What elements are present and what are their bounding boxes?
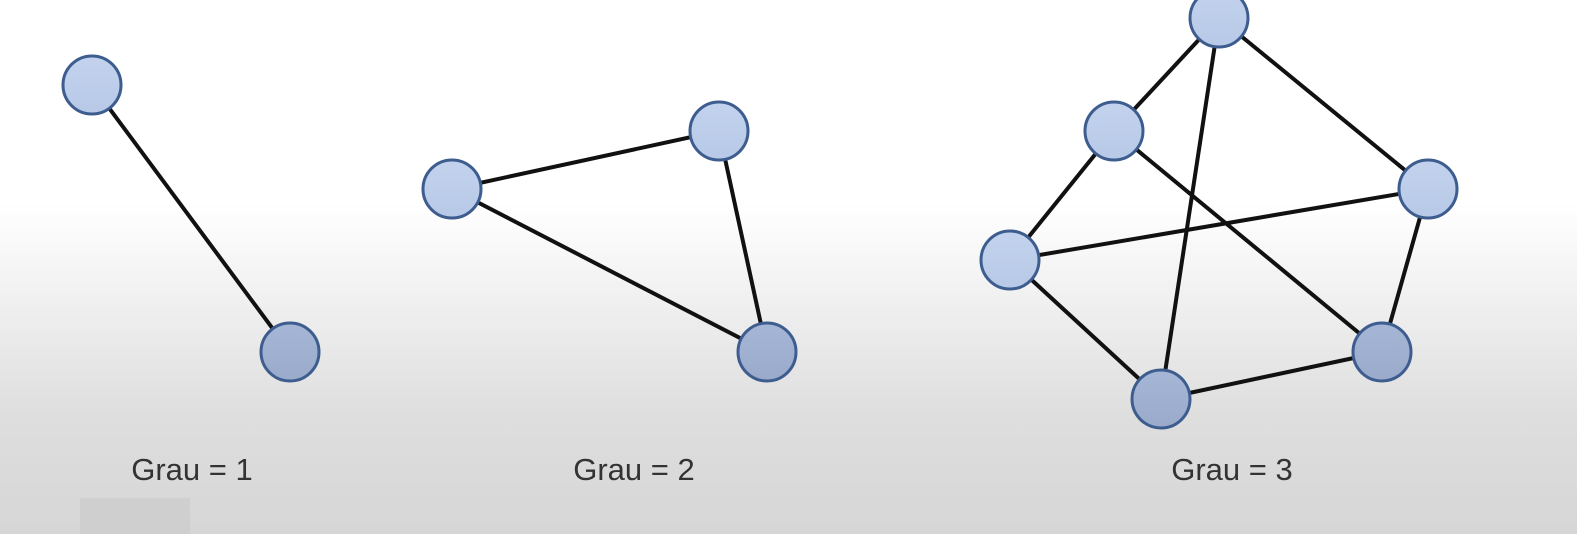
node [421,158,483,220]
node [61,54,123,116]
node [1397,158,1459,220]
edge [1008,187,1430,262]
node [1083,100,1145,162]
edge [717,129,769,354]
node [688,100,750,162]
caption-degree-2: Grau = 2 [573,452,695,487]
edge [1112,129,1384,354]
node [1130,368,1192,430]
edge [1217,16,1430,191]
corner-overlay [80,498,190,534]
node [979,229,1041,291]
node [1351,321,1413,383]
edge [450,129,721,191]
graph-degree-2 [421,100,798,383]
graph-degree-3 [979,0,1459,430]
node [259,321,321,383]
graph-degree-1 [61,54,321,383]
caption-degree-1: Grau = 1 [131,452,253,487]
edge [450,187,769,354]
edge [1159,16,1221,401]
caption-degree-3: Grau = 3 [1171,452,1293,487]
node [736,321,798,383]
node [1188,0,1250,49]
edge [90,83,292,354]
edge [1008,258,1163,401]
edge [1159,350,1384,401]
